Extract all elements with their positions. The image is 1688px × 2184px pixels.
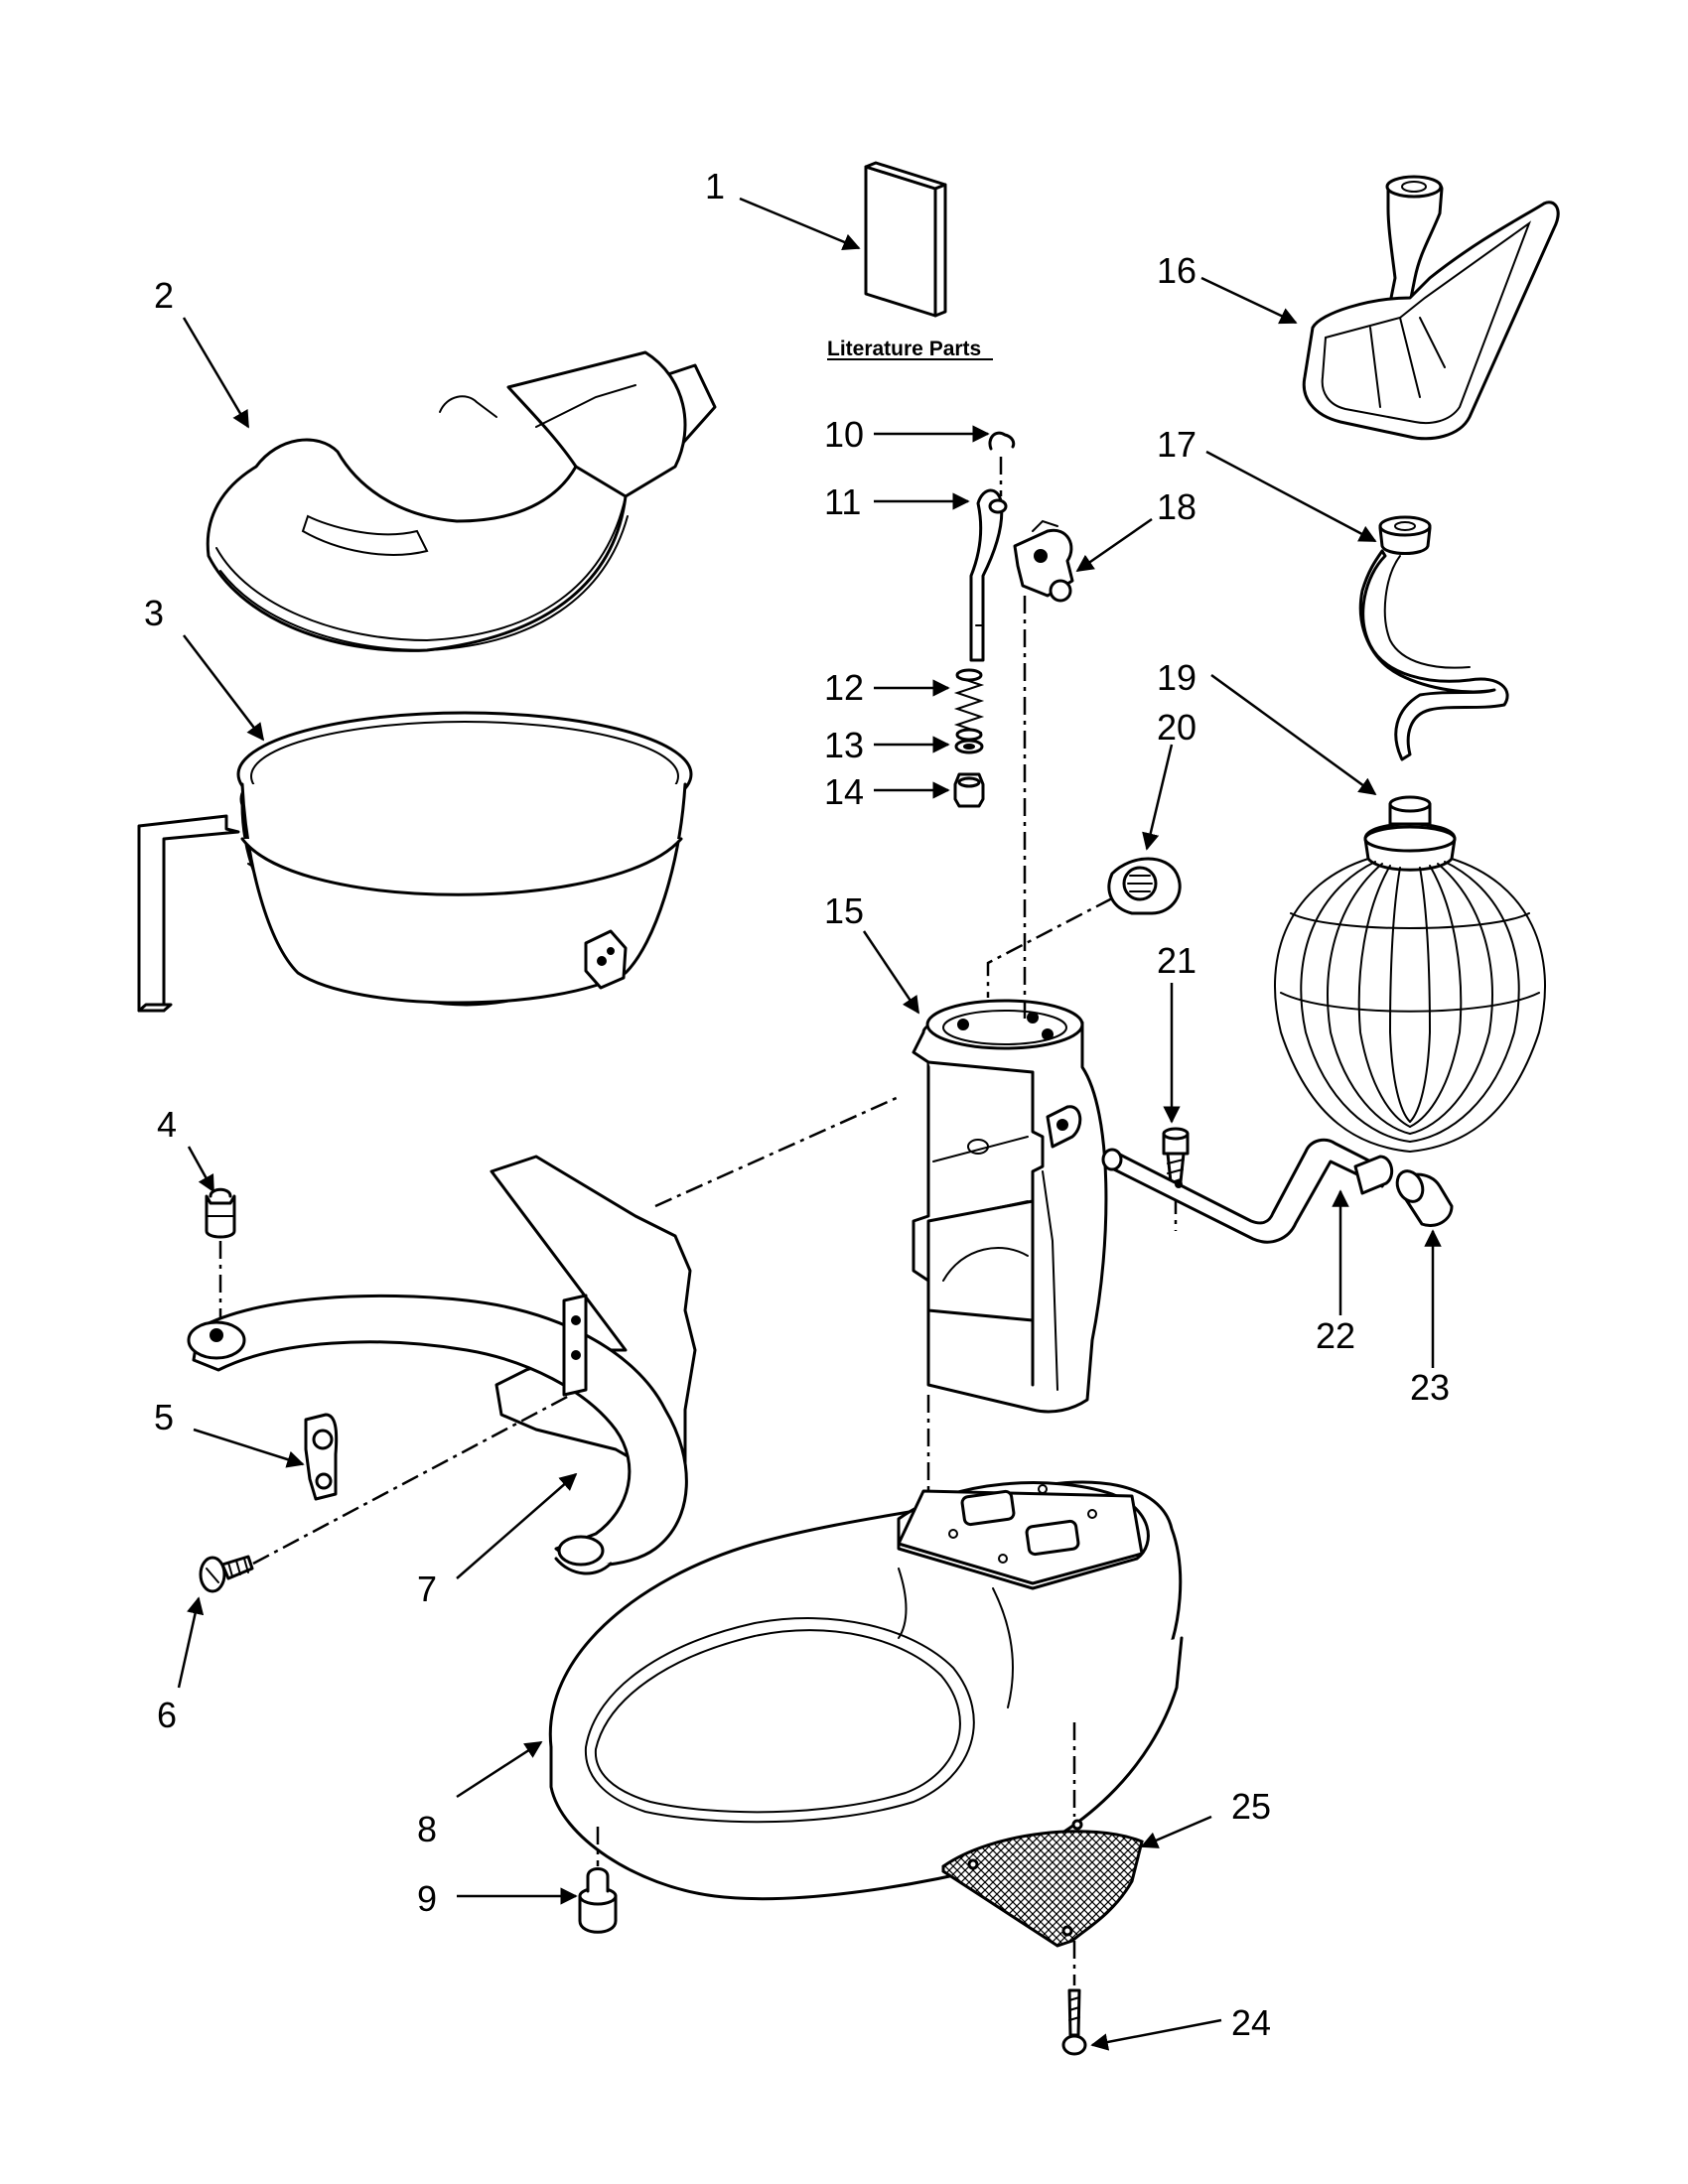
callout-21: 21 bbox=[1157, 940, 1196, 981]
bowl-pin bbox=[205, 1187, 236, 1320]
flat-beater bbox=[1302, 175, 1560, 441]
bracket-to-column-line bbox=[654, 1095, 900, 1208]
callout-20: 20 bbox=[1157, 707, 1196, 748]
clip-screw-line bbox=[252, 1393, 572, 1566]
retaining-ring bbox=[988, 431, 1016, 451]
mixer-base bbox=[548, 1480, 1184, 1901]
callout-11: 11 bbox=[824, 481, 861, 522]
callout-24: 24 bbox=[1231, 2002, 1271, 2043]
callout-7: 7 bbox=[417, 1569, 437, 1609]
latch-clip bbox=[304, 1413, 339, 1501]
bowl-lift-bracket bbox=[187, 1155, 697, 1575]
callout-15: 15 bbox=[824, 890, 864, 931]
callout-3: 3 bbox=[144, 593, 164, 633]
callout-17: 17 bbox=[1157, 424, 1196, 465]
callout-1: 1 bbox=[705, 166, 725, 206]
pouring-shield bbox=[206, 350, 717, 652]
literature-parts: Literature Parts bbox=[827, 161, 993, 360]
dough-hook bbox=[1358, 515, 1509, 761]
callout-16: 16 bbox=[1157, 250, 1196, 291]
callout-25: 25 bbox=[1231, 1786, 1271, 1827]
callout-6: 6 bbox=[157, 1695, 177, 1735]
spring bbox=[953, 668, 985, 742]
callout-22: 22 bbox=[1316, 1315, 1355, 1356]
callout-14: 14 bbox=[824, 771, 864, 812]
callout-numbers: 1 2 3 4 5 6 7 8 9 10 11 12 13 14 15 16 1… bbox=[144, 166, 1450, 2043]
callout-9: 9 bbox=[417, 1878, 437, 1919]
wire-whip bbox=[1274, 795, 1546, 1154]
callout-12: 12 bbox=[824, 667, 864, 708]
callout-10: 10 bbox=[824, 414, 864, 455]
callout-13: 13 bbox=[824, 725, 864, 765]
screw-24 bbox=[1061, 1941, 1087, 2056]
callout-23: 23 bbox=[1410, 1367, 1450, 1408]
washer bbox=[954, 739, 984, 754]
crank-handle bbox=[1101, 1138, 1394, 1244]
lock-lever bbox=[969, 457, 1008, 662]
callout-18: 18 bbox=[1157, 486, 1196, 527]
callout-8: 8 bbox=[417, 1809, 437, 1849]
callout-19: 19 bbox=[1157, 657, 1196, 698]
mixing-bowl bbox=[137, 711, 693, 1013]
hex-nut bbox=[953, 772, 985, 808]
crank-knob bbox=[1395, 1169, 1454, 1227]
rubber-foot bbox=[578, 1827, 618, 1934]
callout-4: 4 bbox=[157, 1104, 177, 1145]
leader-lines bbox=[177, 197, 1442, 2051]
callout-5: 5 bbox=[154, 1397, 174, 1437]
lock-bracket bbox=[1013, 519, 1074, 1023]
callout-2: 2 bbox=[154, 275, 174, 316]
screw-6 bbox=[199, 1555, 254, 1593]
cam bbox=[986, 857, 1182, 998]
literature-parts-label: Literature Parts bbox=[827, 338, 981, 360]
column-housing bbox=[912, 999, 1108, 1414]
